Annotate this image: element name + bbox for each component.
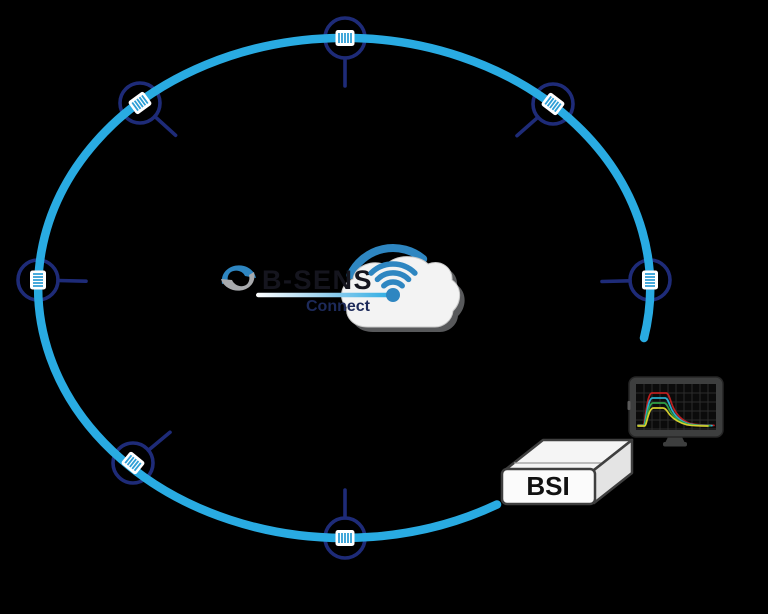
fbg-grating-icon bbox=[642, 270, 658, 290]
monitor-stand bbox=[665, 437, 685, 443]
connect-line bbox=[256, 292, 394, 298]
monitor bbox=[627, 376, 724, 447]
fbg-grating-icon bbox=[335, 30, 355, 46]
brand-subtitle-text: Connect bbox=[306, 298, 371, 315]
fbg-grating-icon bbox=[128, 91, 152, 115]
monitor-power-button[interactable] bbox=[627, 401, 631, 410]
curve-yellow bbox=[637, 407, 709, 427]
logo-swirl-icon bbox=[221, 265, 256, 284]
fbg-sensor-node-lower-left bbox=[111, 430, 172, 485]
wifi-icon bbox=[368, 261, 418, 289]
brand-logo: B-SENS Connect bbox=[221, 265, 394, 315]
fbg-grating-icons-layer bbox=[30, 30, 658, 546]
monitor-base bbox=[663, 442, 687, 447]
fbg-grating-icon bbox=[541, 92, 565, 116]
bsi-label: BSI bbox=[526, 471, 569, 501]
fiber-loop bbox=[33, 33, 655, 543]
logo-swirl-icon bbox=[221, 272, 255, 291]
brand-name-text: B-SENS bbox=[262, 265, 373, 295]
spectral-curves bbox=[637, 392, 715, 427]
fbg-grating-icon bbox=[30, 270, 46, 290]
fbg-sensor-node-upper-right bbox=[515, 82, 575, 138]
box-front-face bbox=[500, 467, 597, 506]
fbg-grating-icon bbox=[121, 451, 145, 475]
wifi-outer-arc bbox=[346, 244, 428, 280]
fbg-grating-icon bbox=[335, 530, 355, 546]
fbg-sensor-node-upper-left bbox=[118, 81, 178, 138]
wifi-dot bbox=[386, 288, 400, 302]
bsi-interrogator-box: BSI bbox=[500, 438, 634, 506]
